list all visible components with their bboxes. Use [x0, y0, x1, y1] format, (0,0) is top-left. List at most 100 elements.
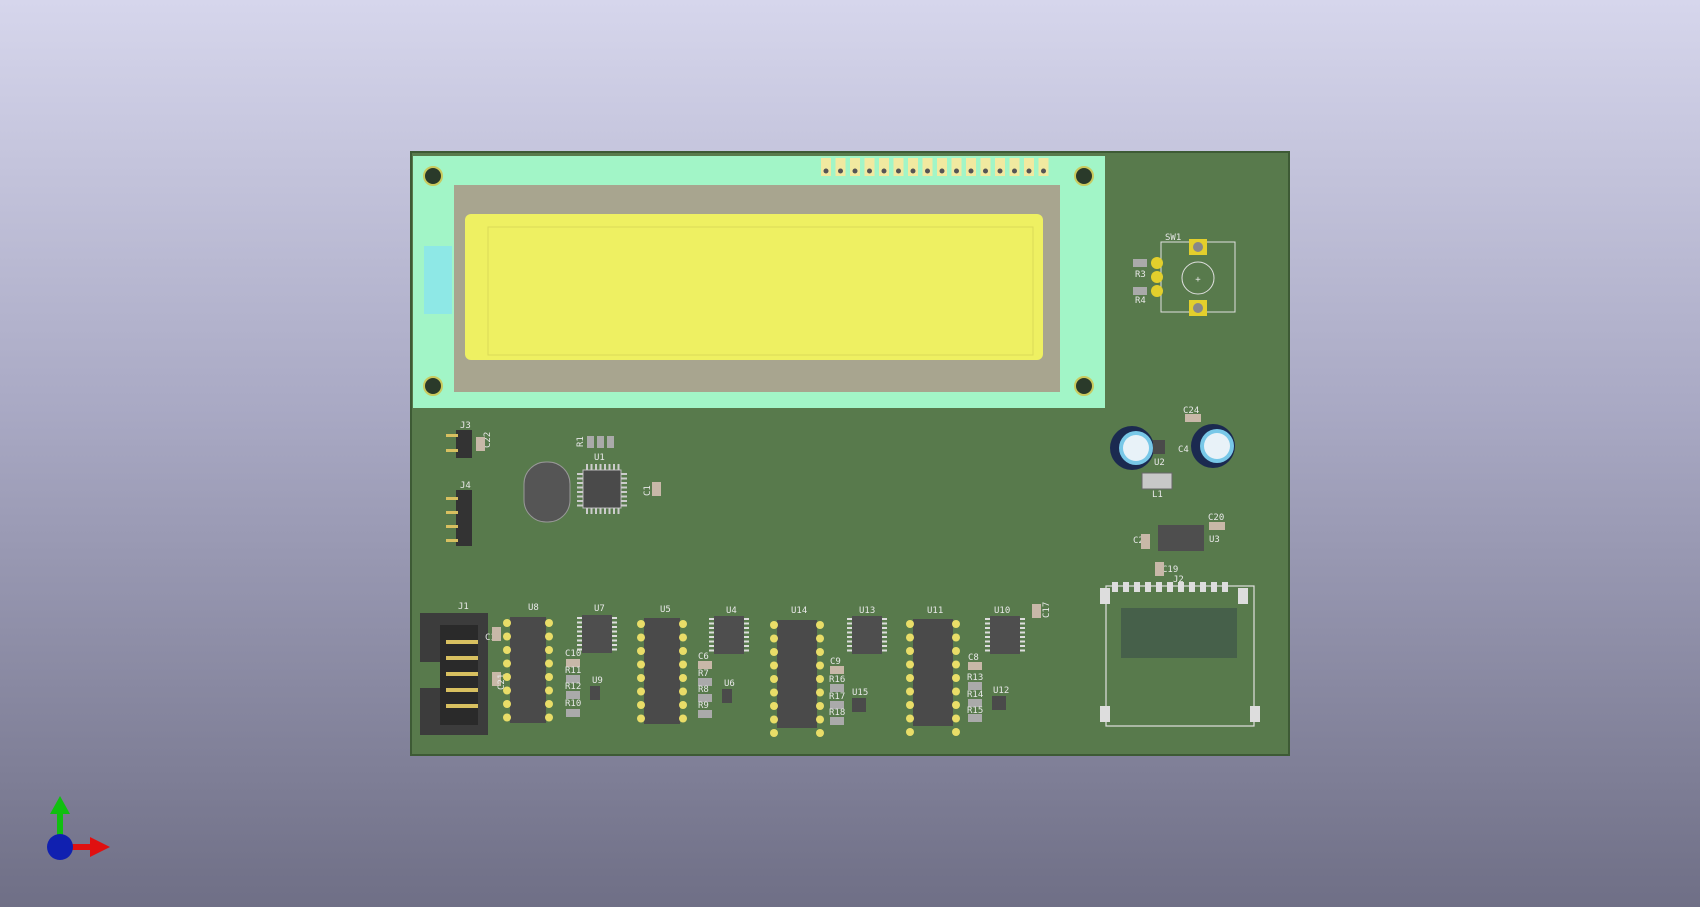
electrolytic-cap-right-center — [1204, 433, 1230, 459]
c24-label: C24 — [1183, 406, 1199, 416]
connector-j1[interactable]: J1 C14 C21 — [420, 602, 507, 735]
soic-pin — [1020, 627, 1025, 629]
mcu-pin — [621, 477, 627, 480]
ic-u4[interactable]: U4 — [709, 606, 749, 654]
u8-label: U8 — [528, 603, 539, 613]
j3-label: J3 — [460, 421, 471, 431]
ic-u14[interactable]: U14 — [770, 606, 824, 737]
mcu-pin — [577, 491, 583, 493]
j4-pin — [446, 511, 458, 514]
dip-pin — [679, 633, 687, 642]
lcd-header-pin-hole — [838, 168, 843, 174]
c4-label: C4 — [1178, 445, 1189, 455]
u11-label: U11 — [927, 606, 943, 616]
soic-pin — [709, 631, 714, 634]
mount-hole — [423, 166, 443, 186]
backlight-tab — [424, 246, 452, 314]
soic-pin — [709, 622, 714, 625]
r10-body — [566, 709, 580, 717]
mcu-pin — [577, 504, 583, 507]
mount-hole — [423, 376, 443, 396]
passives-u8-group[interactable]: C10 R11 R12 R10 U9 — [565, 649, 603, 717]
r16-label: R16 — [829, 675, 845, 685]
lcd-header-pin — [879, 158, 889, 176]
soic-pin — [744, 631, 749, 634]
soic-pin — [882, 627, 887, 629]
j1-pin — [460, 704, 478, 708]
lcd-header-pin-hole — [968, 168, 974, 174]
dip-pin — [770, 688, 778, 697]
dip-pin — [679, 701, 687, 709]
soic-pin — [847, 627, 852, 629]
soic-pin — [577, 630, 582, 633]
soic-pin — [744, 622, 749, 625]
sd-slot — [1121, 608, 1237, 658]
mcu-pin — [577, 473, 583, 475]
c6-body — [698, 661, 712, 669]
soic-pins — [985, 618, 1025, 652]
r9-body — [698, 710, 712, 718]
passives-u14-group[interactable]: C9 R16 R17 R18 U15 — [829, 657, 868, 725]
lcd-header-pin — [922, 158, 933, 176]
mcu-u1[interactable]: U1 R1 C1 — [576, 436, 661, 514]
soic-pin — [985, 631, 990, 634]
ic-u8[interactable]: U8 — [503, 603, 553, 723]
dip-pin — [545, 686, 553, 695]
dip-pin — [952, 633, 960, 642]
r18-label: R18 — [829, 708, 845, 718]
r3-label: R3 — [1135, 270, 1146, 280]
soic-pin — [577, 621, 582, 624]
ic-u13[interactable]: U13 — [847, 606, 887, 654]
soic-pin — [847, 645, 852, 647]
axes-gizmo[interactable] — [30, 790, 120, 870]
soic-pin — [744, 618, 749, 620]
mount-hole — [1074, 166, 1094, 186]
soic-pin — [847, 618, 852, 620]
dip-pin — [952, 647, 960, 655]
mcu-pin — [621, 500, 627, 502]
lcd-header-pin — [951, 158, 962, 176]
passives-u5-group[interactable]: C6 R7 R8 R9 U6 — [698, 652, 735, 718]
ic-u10[interactable]: U10 — [985, 606, 1025, 654]
dip-pin — [637, 660, 645, 669]
lcd-header-pin-hole — [1026, 168, 1032, 174]
mcu-pin — [621, 491, 627, 493]
connector-j3[interactable]: J3 C22 — [446, 421, 493, 458]
mcu-pin — [599, 508, 602, 514]
soic-pin — [847, 636, 852, 638]
mount-hole — [1074, 376, 1094, 396]
j4-body — [456, 490, 472, 546]
mcu-pin — [621, 504, 627, 507]
sd-card-j2[interactable]: J2 — [1100, 575, 1260, 727]
ic-u5[interactable]: U5 — [637, 605, 687, 724]
lcd-module[interactable] — [413, 156, 1105, 408]
passives-u11-group[interactable]: C8 R13 R14 R15 U12 C17 — [967, 602, 1052, 722]
soic-pin — [985, 640, 990, 643]
crystal-body — [523, 461, 571, 523]
ic-u11[interactable]: U11 — [906, 606, 960, 736]
j1-pin — [446, 688, 464, 692]
crystal[interactable] — [523, 461, 571, 523]
smd-body — [1133, 259, 1147, 267]
l1-body — [1141, 472, 1173, 490]
dip-pin — [816, 648, 824, 656]
j4-label: J4 — [460, 481, 471, 491]
lcd-header-pin-hole — [881, 168, 887, 174]
dip-body — [644, 618, 680, 724]
dip-pin — [770, 729, 778, 737]
encoder-sw1[interactable]: + SW1 — [1151, 233, 1236, 316]
ic-u7[interactable]: U7 — [577, 604, 617, 653]
j1-pin — [446, 672, 464, 676]
r4-resistor[interactable]: R4 — [1133, 287, 1147, 306]
connector-j4[interactable]: J4 — [446, 481, 472, 546]
r11-label: R11 — [565, 666, 581, 676]
soic-pin — [882, 622, 887, 625]
lcd-header-pin — [821, 158, 831, 176]
r3-resistor[interactable]: R3 — [1133, 259, 1147, 280]
lcd-header-pin — [1038, 158, 1049, 176]
c8-body — [968, 662, 982, 670]
soic-pin — [985, 636, 990, 638]
power-section[interactable]: C24 U2 C4 L1 U3 C20 C23 C19 — [1110, 406, 1235, 576]
j1-pin — [460, 688, 478, 692]
